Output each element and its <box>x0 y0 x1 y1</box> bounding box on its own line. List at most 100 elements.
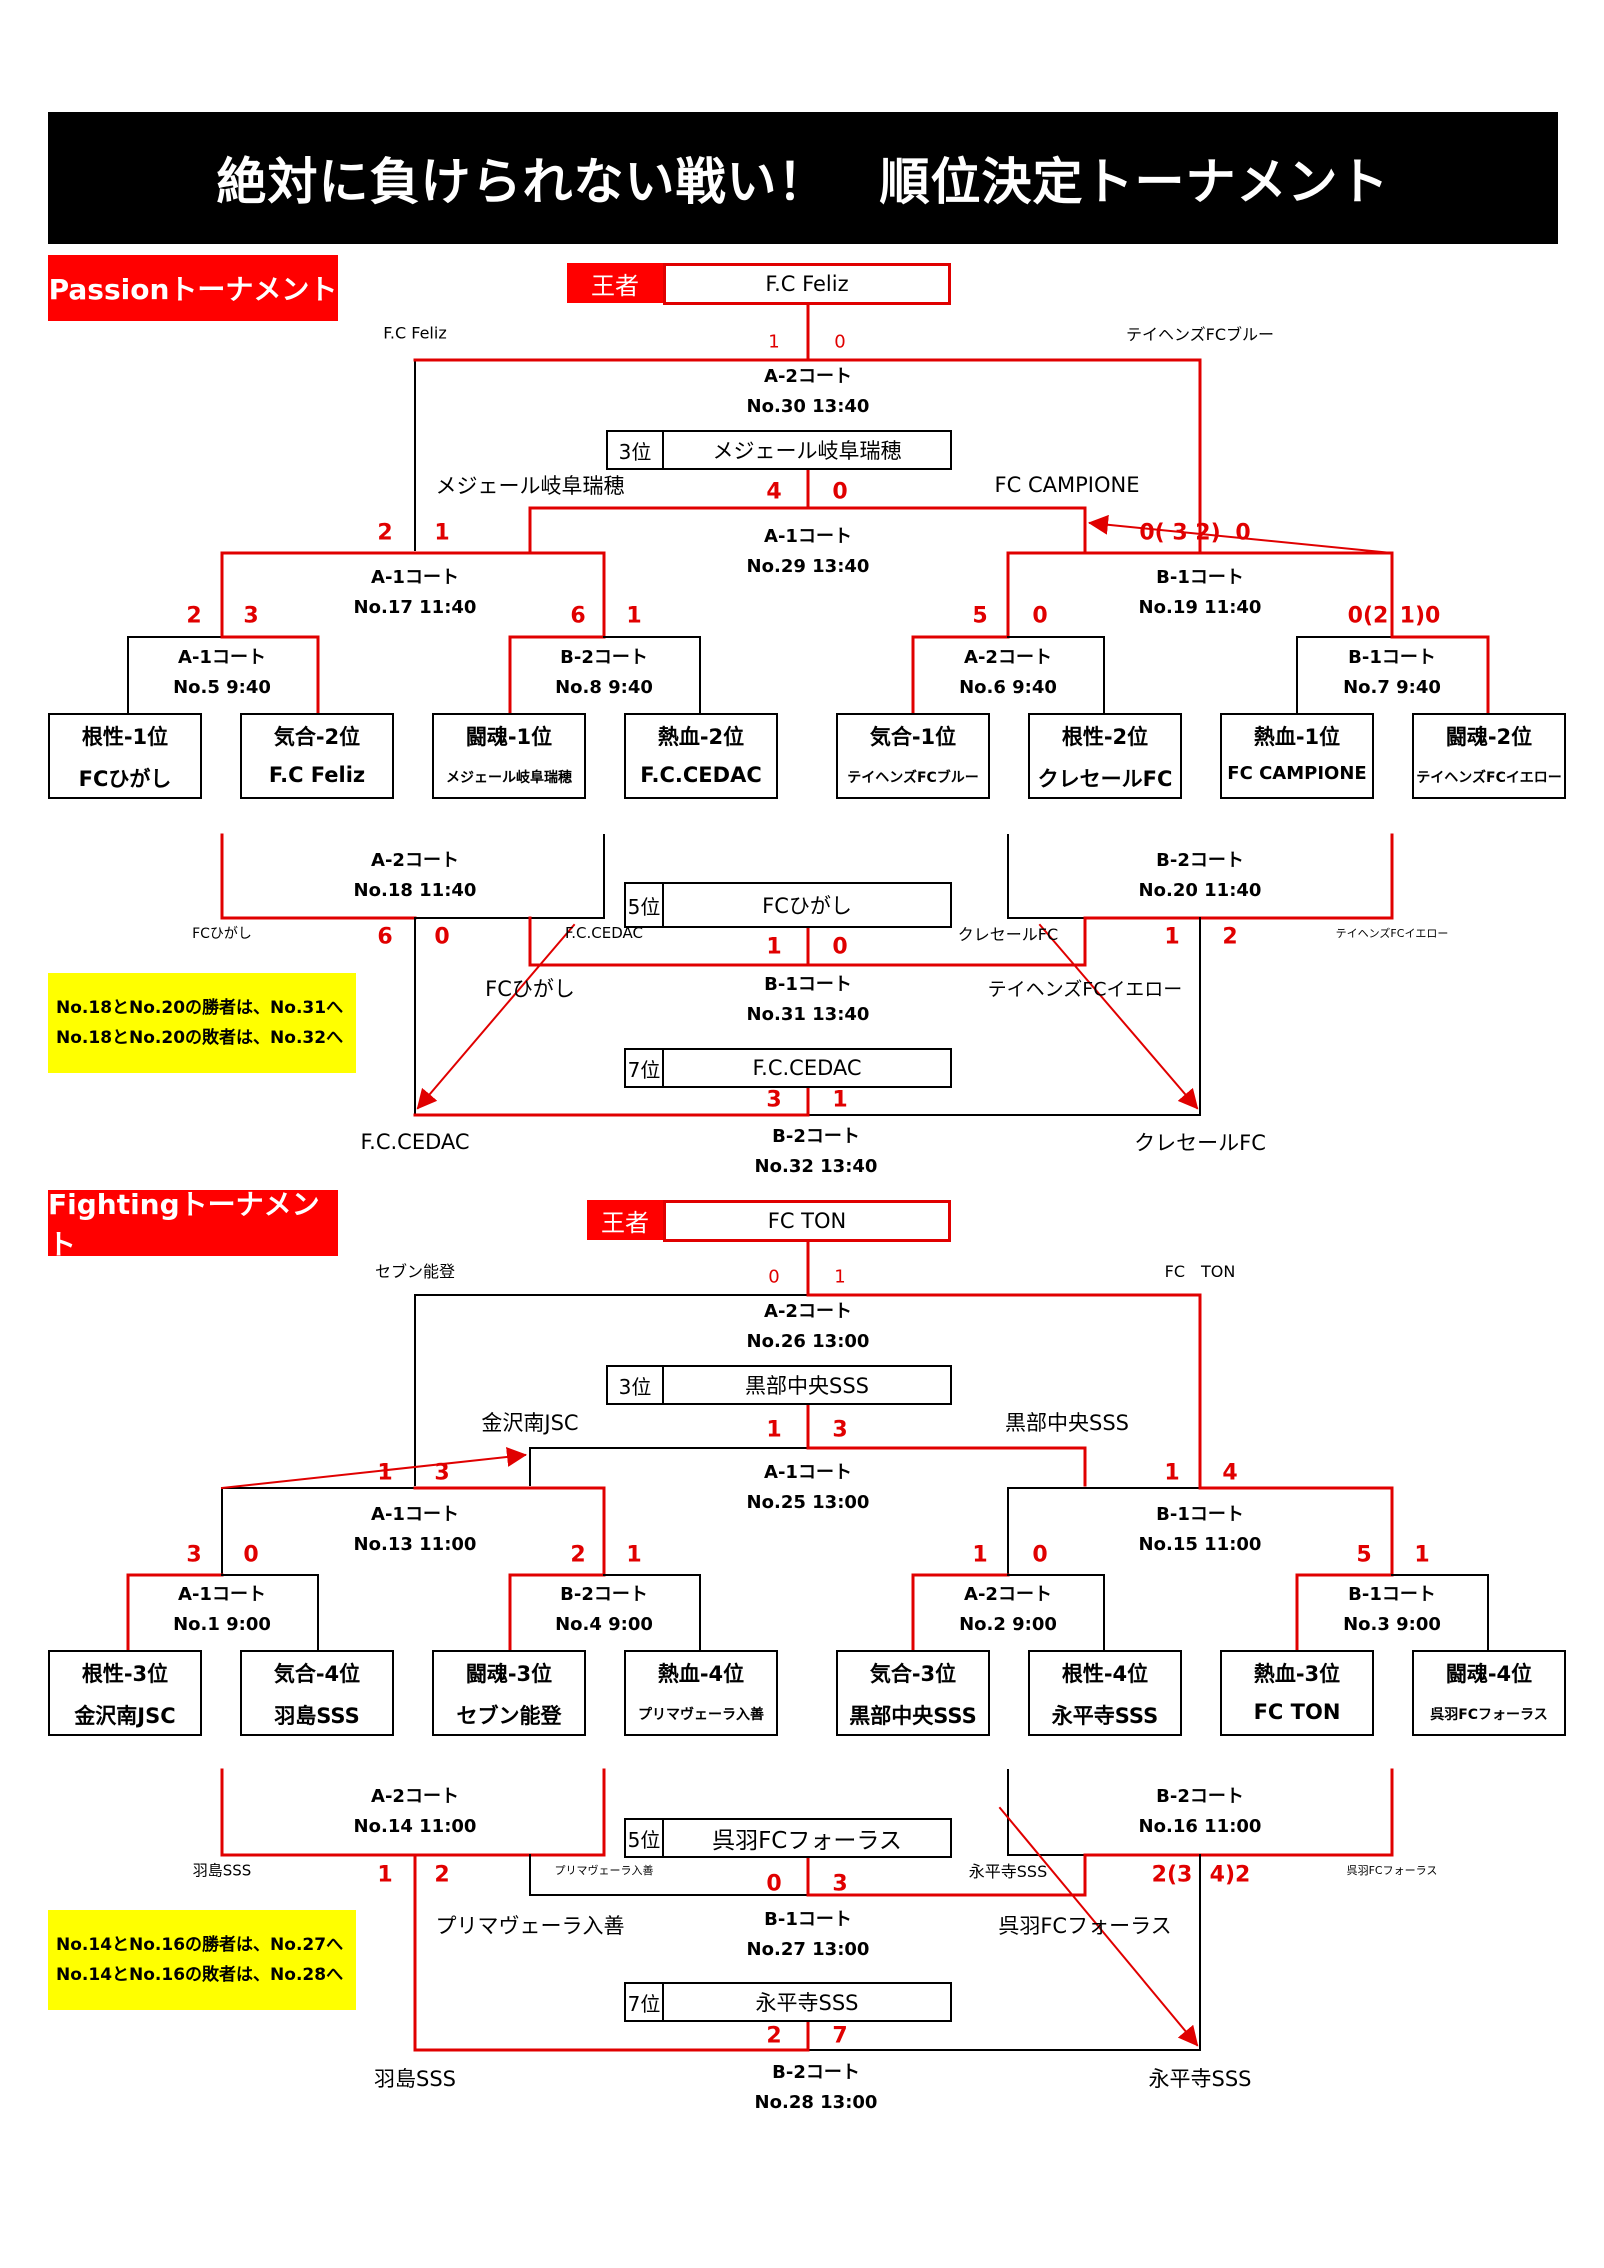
passion-qfl-score-right: 1 <box>434 520 450 546</box>
passion-final-left-team: F.C Feliz <box>383 323 447 343</box>
passion-r1-2-score-left: 5 <box>972 603 988 629</box>
passion-r1-1-score-left: 6 <box>570 603 586 629</box>
team-rank: 根性-1位 <box>81 725 169 749</box>
team-rank: 闘魂-1位 <box>465 725 553 749</box>
fighting-r1-3-score-right: 1 <box>1414 1542 1430 1568</box>
court-name: A-1コート <box>764 1462 852 1483</box>
passion-seventh-team: F.C.CEDAC <box>662 1048 952 1088</box>
passion-final-score-right: 0 <box>834 331 846 353</box>
court-name: B-2コート <box>560 1584 648 1605</box>
fighting-r1-0-score-left: 3 <box>186 1542 202 1568</box>
fighting-fifth-score-left: 0 <box>766 1871 782 1897</box>
fighting-final-right-team: FC TON <box>1164 1262 1236 1281</box>
passion-semi-right-team: FC CAMPIONE <box>994 473 1140 497</box>
passion-r1-0-score-left: 2 <box>186 603 202 629</box>
court-name: A-1コート <box>371 1504 459 1525</box>
team-name: セブン能登 <box>456 1704 562 1728</box>
team-name: クレセールFC <box>1037 767 1173 791</box>
match-number: No.5 9:40 <box>173 677 271 698</box>
match-number: No.27 13:00 <box>746 1939 870 1960</box>
passion-semi-score-left: 4 <box>766 479 782 505</box>
passion-team-card: 闘魂-1位メジェール岐阜瑞穂 <box>432 713 586 799</box>
passion-seventh-score-right: 1 <box>832 1087 848 1113</box>
passion-seventh-score-left: 3 <box>766 1087 782 1113</box>
match-number: No.29 13:40 <box>746 556 870 577</box>
passion-consl-score-right: 0 <box>434 924 450 950</box>
page-title: 絶対に負けられない戦い！ 順位決定トーナメント <box>48 112 1558 244</box>
fighting-fifth-team: 呉羽FCフォーラス <box>662 1818 952 1858</box>
note-line: No.14とNo.16の敗者は、No.28へ <box>56 1965 344 1985</box>
fighting-final-court: A-2コート No.26 13:00 <box>747 1297 870 1357</box>
court-name: B-1コート <box>1348 1584 1436 1605</box>
team-rank: 熱血-4位 <box>657 1662 745 1686</box>
passion-qfr-score-right: 0 <box>1235 520 1251 546</box>
match-number: No.31 13:40 <box>746 1004 870 1025</box>
fighting-r1-3-court: B-1コート No.3 9:00 <box>1343 1580 1441 1640</box>
court-name: B-2コート <box>560 647 648 668</box>
court-name: A-1コート <box>178 1584 266 1605</box>
passion-cons-left-team: FCひがし <box>192 926 252 942</box>
fighting-champion-box: FC TON <box>663 1200 951 1242</box>
match-number: No.18 11:40 <box>353 880 477 901</box>
fighting-r1-1-score-right: 1 <box>626 1542 642 1568</box>
note-line: No.18とNo.20の勝者は、No.31へ <box>56 998 344 1018</box>
team-name: 羽島SSS <box>274 1704 360 1728</box>
team-rank: 闘魂-4位 <box>1445 1662 1533 1686</box>
team-rank: 気合-2位 <box>273 725 361 749</box>
match-number: No.26 13:00 <box>746 1331 870 1352</box>
fighting-seventh-team: 永平寺SSS <box>662 1982 952 2022</box>
court-name: A-2コート <box>764 366 852 387</box>
fighting-team-card: 根性-3位金沢南JSC <box>48 1650 202 1736</box>
team-name: メジェール岐阜瑞穂 <box>446 770 572 786</box>
court-name: A-1コート <box>178 647 266 668</box>
fighting-team-card: 熱血-4位プリマヴェーラ入善 <box>624 1650 778 1736</box>
fighting-r1-0-score-right: 0 <box>243 1542 259 1568</box>
team-rank: 闘魂-2位 <box>1445 725 1533 749</box>
fighting-bracket-lines <box>126 1238 1489 2052</box>
match-number: No.28 13:00 <box>754 2092 878 2113</box>
team-name: プリマヴェーラ入善 <box>638 1707 764 1723</box>
fighting-r1-1-score-left: 2 <box>570 1542 586 1568</box>
passion-r1-3-score-left: 0(2 <box>1347 603 1389 629</box>
passion-champion-box: F.C Feliz <box>663 263 951 305</box>
fighting-team-card: 闘魂-4位呉羽FCフォーラス <box>1412 1650 1566 1736</box>
passion-fifth-score-right: 0 <box>832 934 848 960</box>
fighting-semi-score-right: 3 <box>832 1417 848 1443</box>
team-name: FC TON <box>1253 1700 1341 1724</box>
court-name: B-1コート <box>764 1909 852 1930</box>
passion-cons-right-team: F.C.CEDAC <box>565 924 643 942</box>
passion-final-right-team: テイヘンズFCブルー <box>1125 325 1275 344</box>
court-name: A-2コート <box>764 1301 852 1322</box>
team-rank: 闘魂-3位 <box>465 1662 553 1686</box>
passion-r1-2-score-right: 0 <box>1032 603 1048 629</box>
fighting-r1-3-score-left: 5 <box>1356 1542 1372 1568</box>
fighting-cons2-left-team: 永平寺SSS <box>968 1862 1048 1881</box>
court-name: B-2コート <box>772 2062 860 2083</box>
fighting-seventh-right-team: 永平寺SSS <box>1148 2067 1252 2091</box>
fighting-team-card: 根性-4位永平寺SSS <box>1028 1650 1182 1736</box>
team-name: 金沢南JSC <box>74 1704 176 1728</box>
passion-seventh-left-team: F.C.CEDAC <box>360 1130 470 1154</box>
passion-fifth-score-left: 1 <box>766 934 782 960</box>
fighting-seventh-score-right: 7 <box>832 2023 848 2049</box>
fighting-fifth-court: B-1コート No.27 13:00 <box>747 1905 870 1965</box>
court-name: A-2コート <box>964 647 1052 668</box>
match-number: No.3 9:00 <box>1343 1614 1441 1635</box>
court-name: A-1コート <box>371 567 459 588</box>
fighting-consl-score-right: 2 <box>434 1862 450 1888</box>
passion-third-team: メジェール岐阜瑞穂 <box>662 430 952 470</box>
passion-fifth-team: FCひがし <box>662 882 952 928</box>
